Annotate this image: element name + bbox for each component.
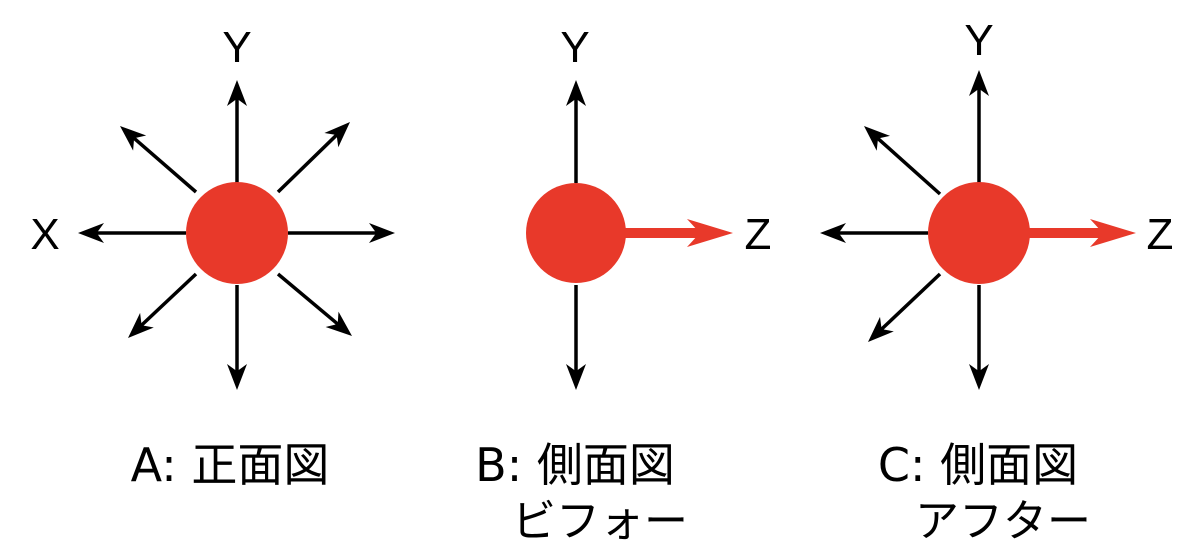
arrow-up (227, 80, 247, 183)
arrow-left (78, 223, 186, 243)
arrow-down-left (128, 272, 198, 338)
arrow-down-right (276, 272, 352, 336)
caption-subtitle: ビフォー (512, 496, 688, 547)
caption-title: B: 側面図 (475, 438, 675, 492)
arrow-up-right (276, 122, 350, 194)
axis-label-y: Y (964, 16, 993, 65)
panel-c-arrows (820, 70, 989, 390)
panel-b-arrows (566, 80, 586, 390)
axis-label-y: Y (222, 23, 251, 72)
arrow-down (969, 285, 989, 390)
panel-a: Y X A: 正面図 (30, 23, 395, 492)
ball (928, 182, 1030, 284)
arrow-up (566, 80, 586, 183)
panel-c: Y Z C: 側面図 アフター (820, 16, 1173, 547)
caption-subtitle: アフター (915, 496, 1091, 547)
ball (526, 183, 626, 283)
axis-label-x: X (30, 210, 59, 259)
arrow-up-left (120, 126, 198, 194)
z-arrow (1024, 219, 1136, 247)
arrow-down-left (868, 272, 942, 342)
axis-label-z: Z (1147, 210, 1174, 259)
panel-b: Y Z B: 側面図 ビフォー (475, 23, 771, 547)
arrow-down (227, 285, 247, 390)
ball (186, 182, 288, 284)
arrow-right (288, 223, 395, 243)
caption-title: C: 側面図 (878, 438, 1078, 492)
axis-label-y: Y (560, 23, 589, 72)
arrow-up (969, 70, 989, 183)
panel-a-arrows (78, 80, 395, 390)
axis-label-z: Z (745, 210, 772, 259)
arrow-down (566, 285, 586, 390)
arrow-up-left (864, 126, 942, 196)
caption-title: A: 正面図 (131, 438, 330, 492)
z-arrow (620, 219, 733, 247)
arrow-left (820, 223, 928, 243)
